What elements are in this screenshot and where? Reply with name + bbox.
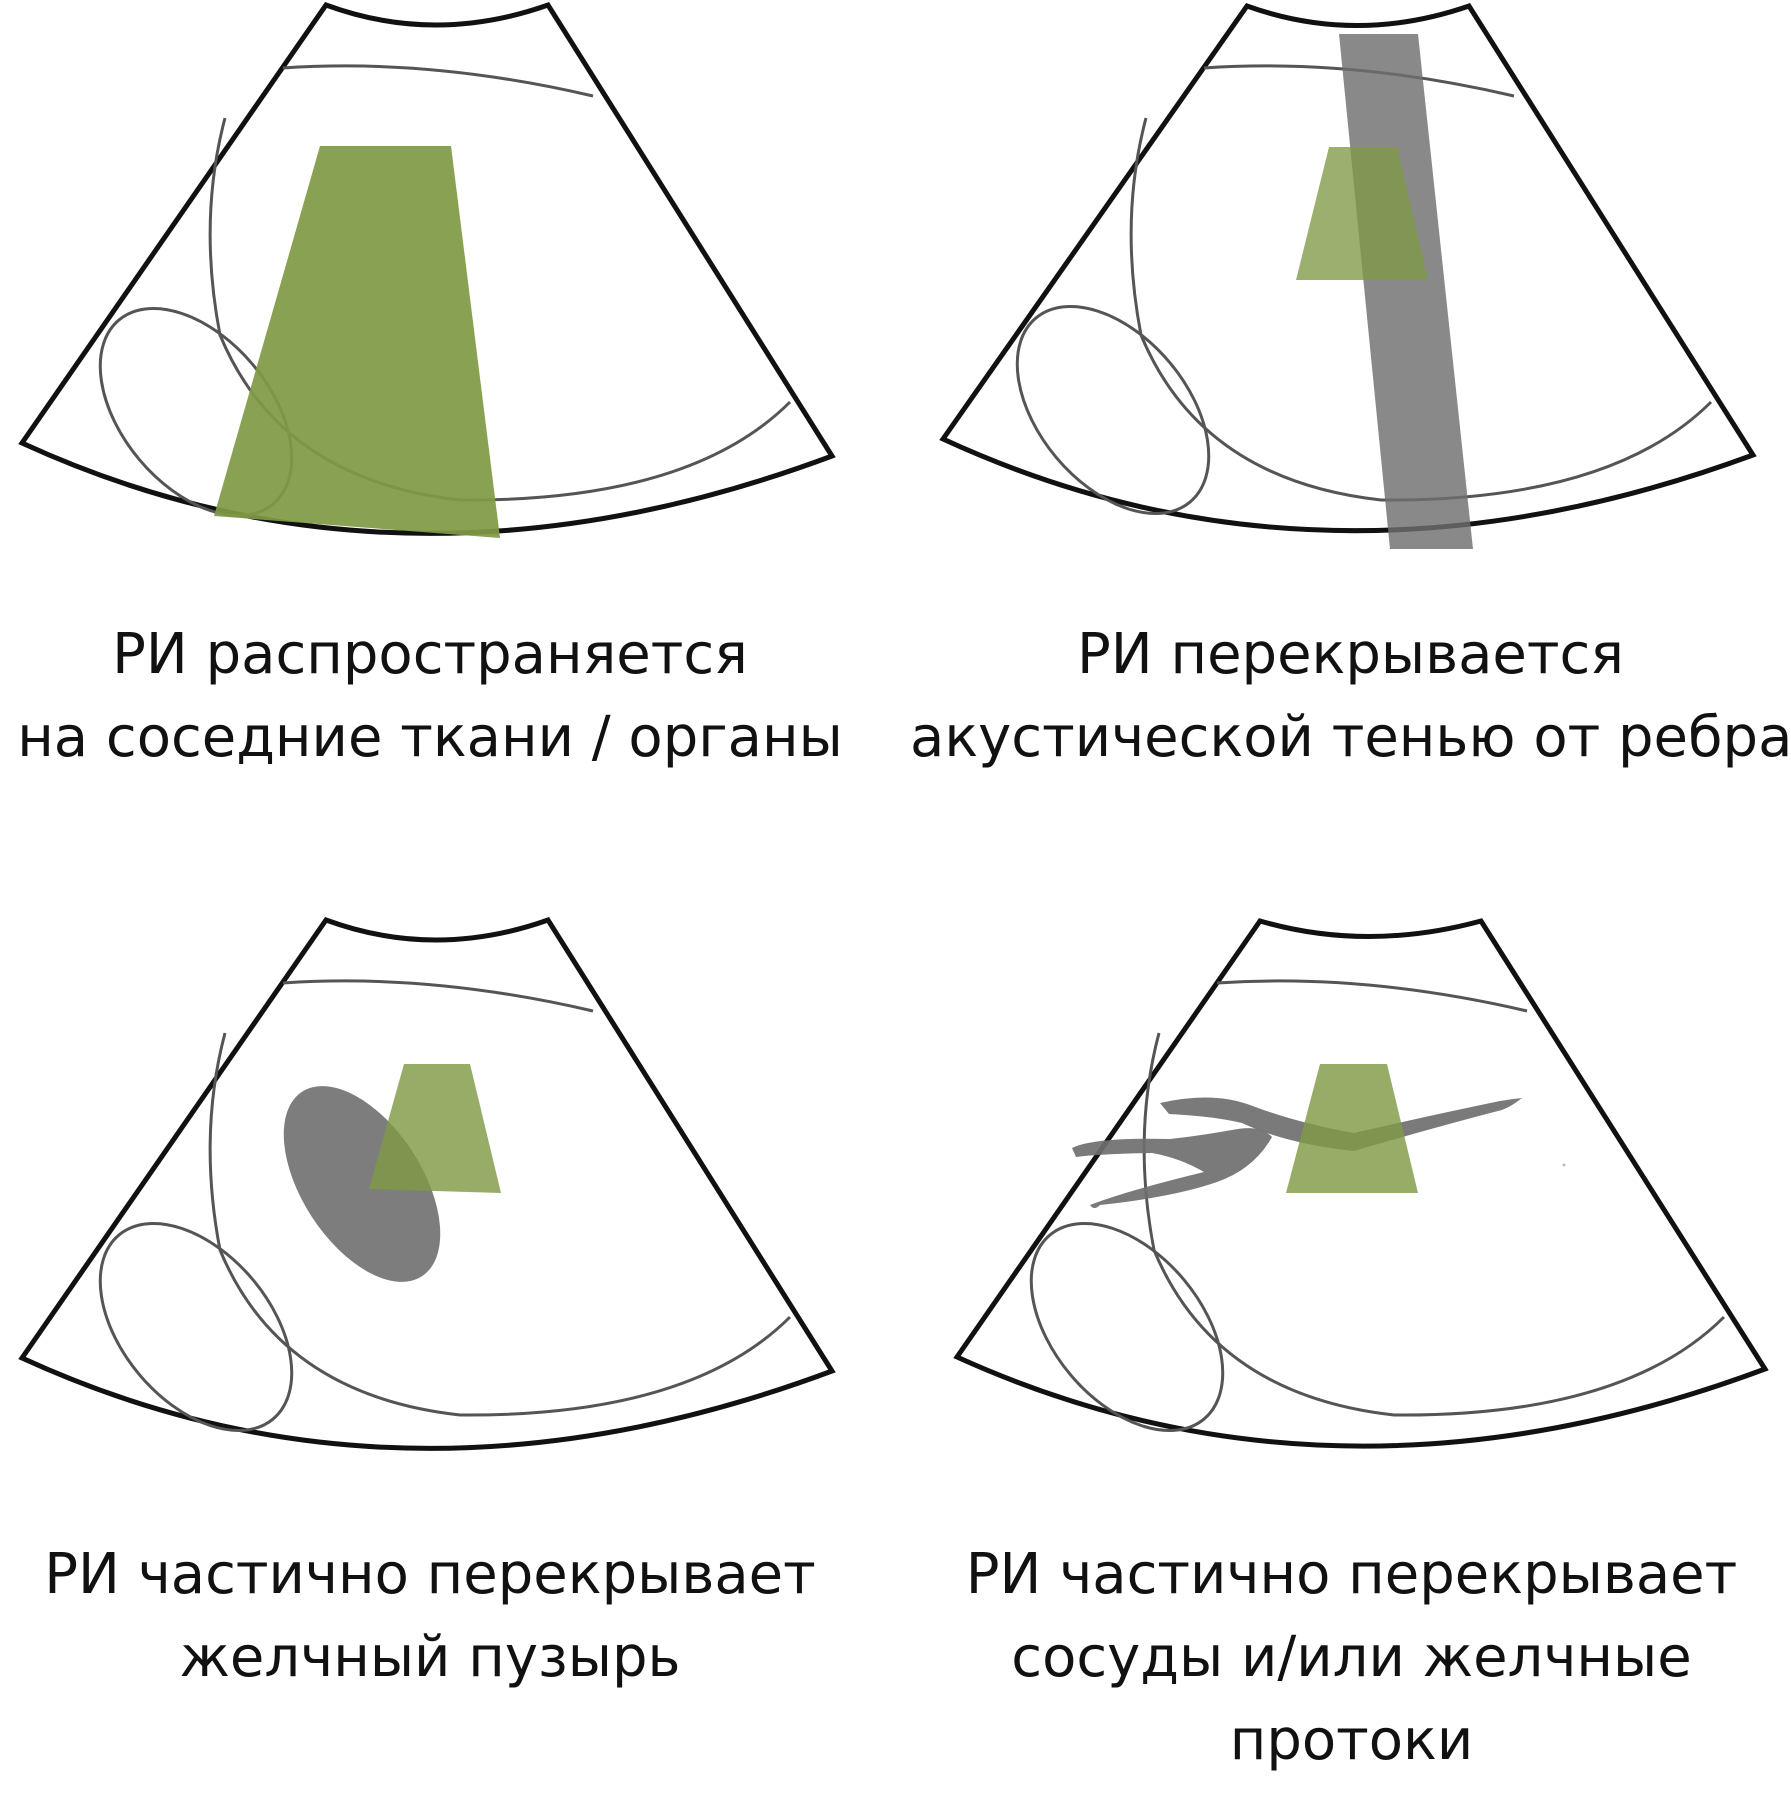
caption-line-2: акустической тенью от ребра (910, 705, 1791, 770)
caption-line-1: РИ распространяется (112, 622, 748, 687)
region-of-interest (369, 1064, 501, 1193)
vessel-branch-upper (1160, 1097, 1522, 1151)
region-of-interest (1286, 1064, 1418, 1193)
region-of-interest (214, 146, 500, 538)
caption-line-2: сосуды и/или желчные (1011, 1625, 1692, 1690)
vessel-branch-main (1072, 1128, 1272, 1208)
ultrasound-sector (939, 2, 1757, 549)
ultrasound-sector (18, 1, 836, 538)
caption-line-1: РИ частично перекрывает (44, 1542, 816, 1607)
ultrasound-sector (953, 918, 1769, 1449)
liver-boundary-curve (208, 1032, 792, 1417)
caption-line-1: РИ частично перекрывает (965, 1542, 1738, 1607)
panel-vessels: РИ частично перекрывает сосуды и/или жел… (912, 915, 1791, 1815)
panel-caption: РИ частично перекрывает желчный пузырь (0, 1533, 860, 1699)
kidney-outline (1015, 304, 1211, 516)
region-of-interest (1296, 147, 1428, 280)
liver-boundary-curve (1142, 1032, 1726, 1417)
caption-line-1: РИ перекрывается (1077, 622, 1624, 687)
caption-line-2: на соседние ткани / органы (17, 705, 843, 770)
gallbladder (283, 1086, 441, 1282)
panel-rib-shadow: РИ перекрывается акустической тенью от р… (910, 0, 1791, 800)
panel-roi-spread: РИ распространяется на соседние ткани / … (0, 0, 860, 800)
panel-caption: РИ распространяется на соседние ткани / … (0, 613, 860, 779)
liver-surface-line (282, 64, 594, 98)
kidney-outline (98, 1221, 294, 1433)
panel-caption: РИ частично перекрывает сосуды и/или жел… (912, 1533, 1791, 1782)
liver-surface-line (1216, 979, 1528, 1013)
ultrasound-sector (18, 916, 836, 1451)
caption-line-3: протоки (1229, 1708, 1474, 1773)
kidney-outline (1029, 1221, 1225, 1433)
panel-gallbladder: РИ частично перекрывает желчный пузырь (0, 915, 860, 1815)
liver-boundary-curve (1129, 117, 1713, 502)
caption-line-2: желчный пузырь (179, 1625, 681, 1690)
liver-surface-line (282, 979, 594, 1013)
panel-caption: РИ перекрывается акустической тенью от р… (910, 613, 1791, 779)
echo-dot (1562, 1163, 1566, 1167)
